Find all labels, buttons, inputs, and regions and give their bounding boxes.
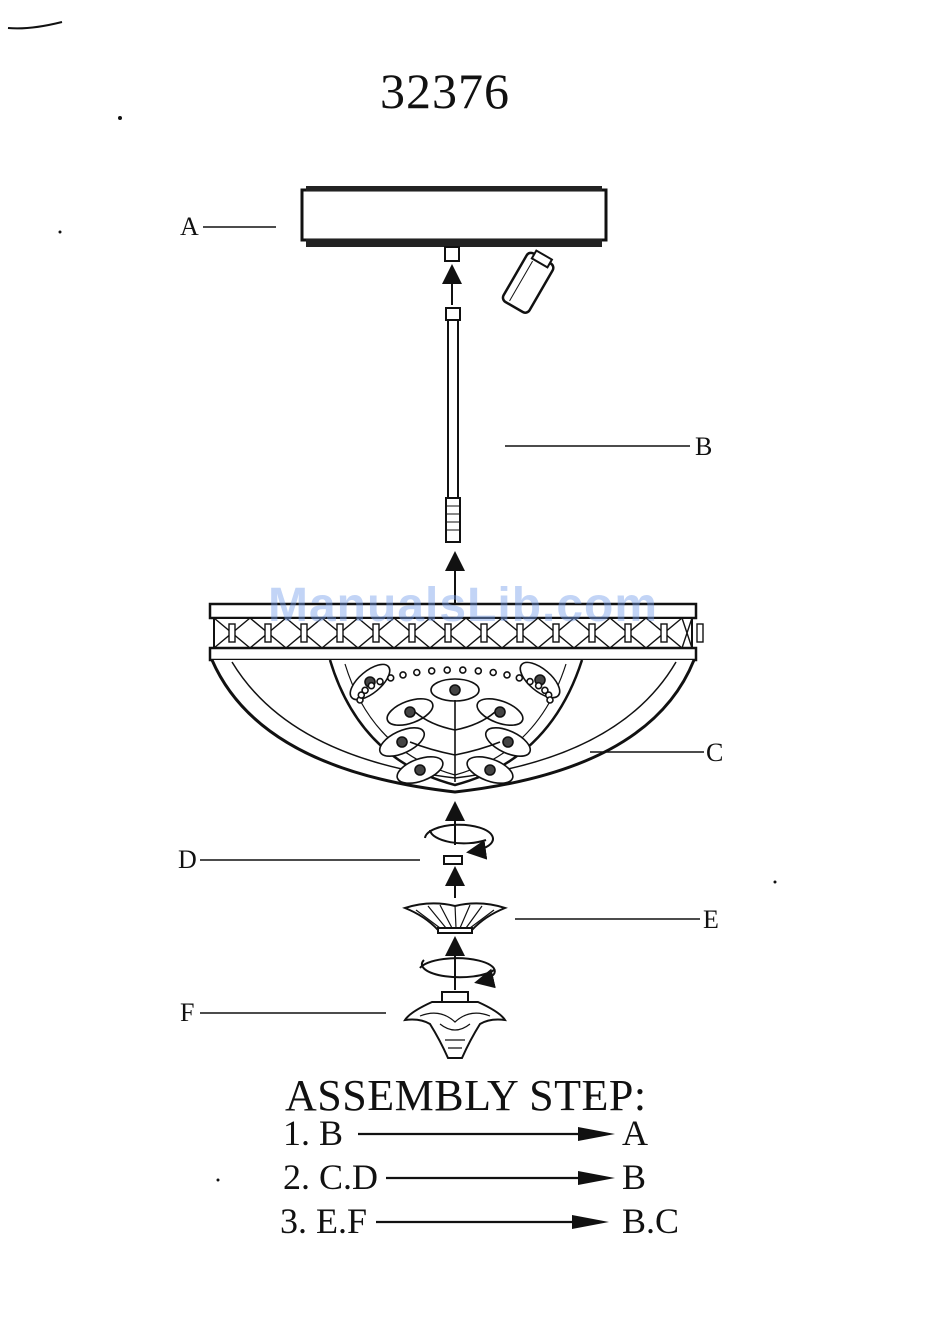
nut-part-d — [425, 825, 493, 864]
canopy-part-a — [302, 186, 606, 315]
finial-part-f — [405, 992, 505, 1058]
cup-part-e — [405, 903, 505, 933]
step-3-from: 3. E.F — [280, 1200, 367, 1242]
label-part-b: B — [695, 432, 712, 462]
step-arrows — [358, 1127, 615, 1229]
watermark: ManualsLib.com — [268, 578, 658, 633]
label-part-d: D — [178, 845, 197, 875]
label-part-a: A — [180, 212, 199, 242]
label-part-c: C — [706, 738, 723, 768]
rod-part-b — [446, 308, 460, 542]
model-number: 32376 — [380, 62, 510, 120]
label-part-f: F — [180, 998, 194, 1028]
step-2-to: B — [622, 1156, 646, 1198]
step-3-to: B.C — [622, 1200, 679, 1242]
step-1-from: 1. B — [283, 1112, 343, 1154]
label-part-e: E — [703, 905, 719, 935]
step-2-from: 2. C.D — [283, 1156, 378, 1198]
step-1-to: A — [622, 1112, 648, 1154]
finial-rotation-arrow — [420, 958, 495, 982]
